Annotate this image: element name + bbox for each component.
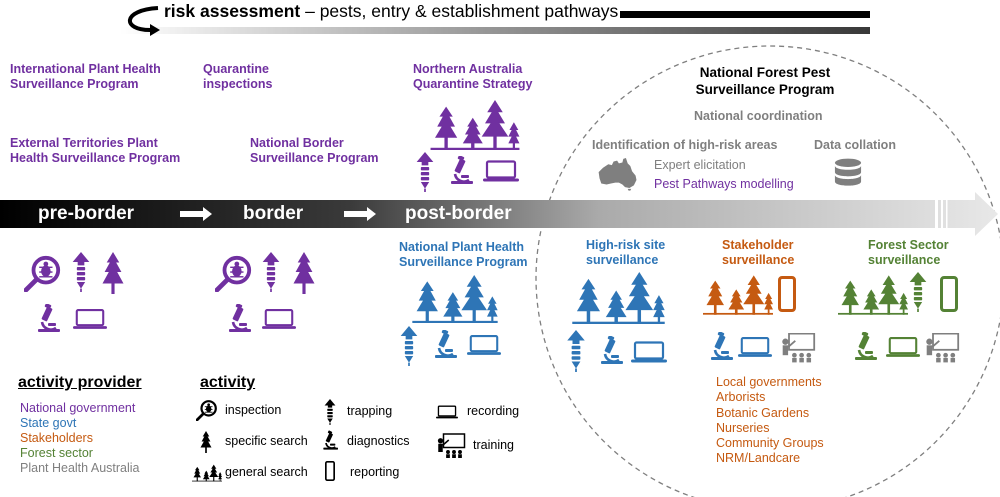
legend-reporting-label: reporting: [350, 465, 400, 479]
preborder-tree-icon: [102, 252, 124, 294]
nfpsp-data-collation: Data collation: [814, 138, 896, 152]
program-nbsp: National Border Surveillance Program: [250, 136, 379, 165]
nfpsp-high-risk-id: Identification of high-risk areas: [592, 138, 778, 152]
stakeholder-item: Nurseries: [716, 420, 770, 435]
legend-diagnostics-label: diagnostics: [347, 434, 410, 448]
naqs-trap-icon: [416, 152, 434, 192]
preborder-microscope-icon: [36, 304, 61, 334]
nfpsp-stakeholder: Stakeholder surveillance: [722, 238, 795, 267]
forest-sector-laptop-icon: [886, 336, 920, 358]
legend-diagnostics-icon: [322, 430, 338, 451]
legend-provider-title: activity provider: [18, 374, 142, 391]
provider-pha: Plant Health Australia: [20, 461, 140, 475]
program-naqs: Northern Australia Quarantine Strategy: [413, 62, 533, 91]
stage-post-border: post-border: [405, 203, 512, 224]
legend-general-search-label: general search: [225, 465, 308, 479]
legend-trapping-icon: [324, 399, 336, 425]
stage-border: border: [243, 203, 304, 224]
nfpsp-high-risk-site: High-risk site surveillance: [586, 238, 666, 267]
nfpsp-expert: Expert elicitation: [654, 158, 746, 172]
nphsp-forest-icon: [412, 275, 498, 323]
forest-sector-forest-icon: [838, 275, 908, 315]
legend-recording-icon: [436, 405, 458, 419]
stakeholder-item: Community Groups: [716, 436, 824, 451]
nfpsp-pathways: Pest Pathways modelling: [654, 177, 794, 191]
stakeholder-item: NRM/Landcare: [716, 451, 801, 466]
legend-training-label: training: [473, 438, 514, 452]
border-tree-icon: [293, 252, 315, 294]
program-nphsp: National Plant Health Surveillance Progr…: [399, 240, 528, 269]
legend-recording-label: recording: [467, 404, 520, 418]
stakeholder-microscope-icon: [709, 332, 734, 362]
forest-sector-training-icon: [925, 333, 960, 363]
nphsp-laptop-icon: [467, 334, 501, 356]
risk-assessment-bold: risk assessment: [164, 1, 301, 21]
stakeholder-phone-icon: [778, 276, 796, 312]
provider-forest-sector: Forest sector: [20, 446, 93, 460]
database-icon: [834, 158, 862, 186]
preborder-trap-icon: [72, 252, 90, 292]
stakeholder-item: Local governments: [716, 375, 822, 389]
legend-trapping-label: trapping: [347, 404, 393, 418]
preborder-laptop-icon: [73, 308, 107, 330]
nfpsp-coordination: National coordination: [694, 109, 823, 123]
risk-assessment-title: risk assessment – pests, entry & establi…: [164, 1, 618, 22]
stakeholder-training-icon: [781, 333, 816, 363]
program-quarantine-inspections: Quarantine inspections: [203, 62, 273, 91]
stakeholder-item: Arborists: [716, 390, 766, 405]
program-iphsp: International Plant Health Surveillance …: [10, 62, 161, 91]
nfpsp-title: National Forest Pest Surveillance Progra…: [695, 65, 835, 97]
provider-national: National government: [20, 401, 136, 415]
provider-stakeholders: Stakeholders: [20, 431, 93, 445]
border-microscope-icon: [227, 304, 252, 334]
risk-assessment-underline: [120, 6, 870, 36]
nphsp-trap-icon: [400, 326, 418, 366]
stage-pre-border: pre-border: [38, 203, 135, 224]
legend-inspection-icon: [196, 399, 218, 421]
nfpsp-forest-sector: Forest Sector surveillance: [868, 238, 949, 267]
stakeholder-forest-icon: [703, 275, 773, 315]
australia-map-icon: [598, 158, 637, 191]
legend-specific-search-icon: [200, 431, 212, 453]
preborder-inspection-icon: [24, 254, 62, 292]
highrisk-laptop-icon: [631, 341, 667, 364]
legend-activity-title: activity: [200, 374, 256, 391]
stakeholder-laptop-icon: [738, 336, 772, 358]
legend-inspection-label: inspection: [225, 403, 282, 417]
naqs-forest-icon: [430, 100, 520, 150]
provider-state: State govt: [20, 416, 77, 430]
naqs-laptop-icon: [483, 160, 519, 182]
legend-general-search-icon: [192, 464, 222, 482]
naqs-microscope-icon: [449, 156, 474, 186]
program-etphsp: External Territories Plant Health Survei…: [10, 136, 181, 165]
stakeholder-list: Local governments Arborists Botanic Gard…: [716, 375, 824, 467]
legend-provider-list: National government State govt Stakehold…: [20, 401, 140, 476]
legend-reporting-icon: [325, 461, 335, 481]
forest-sector-trap-icon: [909, 272, 927, 312]
stakeholder-item: Botanic Gardens: [716, 405, 810, 420]
border-inspection-icon: [215, 254, 253, 292]
nphsp-microscope-icon: [433, 330, 458, 360]
highrisk-forest-icon: [572, 272, 665, 324]
forest-sector-microscope-icon: [853, 332, 878, 362]
highrisk-microscope-icon: [599, 336, 624, 366]
legend-training-icon: [437, 433, 466, 459]
risk-assessment-rest: – pests, entry & establishment pathways: [305, 1, 619, 21]
legend-specific-search-label: specific search: [225, 434, 308, 448]
border-laptop-icon: [262, 308, 296, 330]
forest-sector-phone-icon: [940, 276, 958, 312]
border-trap-icon: [262, 252, 280, 292]
highrisk-trap-icon: [567, 330, 585, 372]
